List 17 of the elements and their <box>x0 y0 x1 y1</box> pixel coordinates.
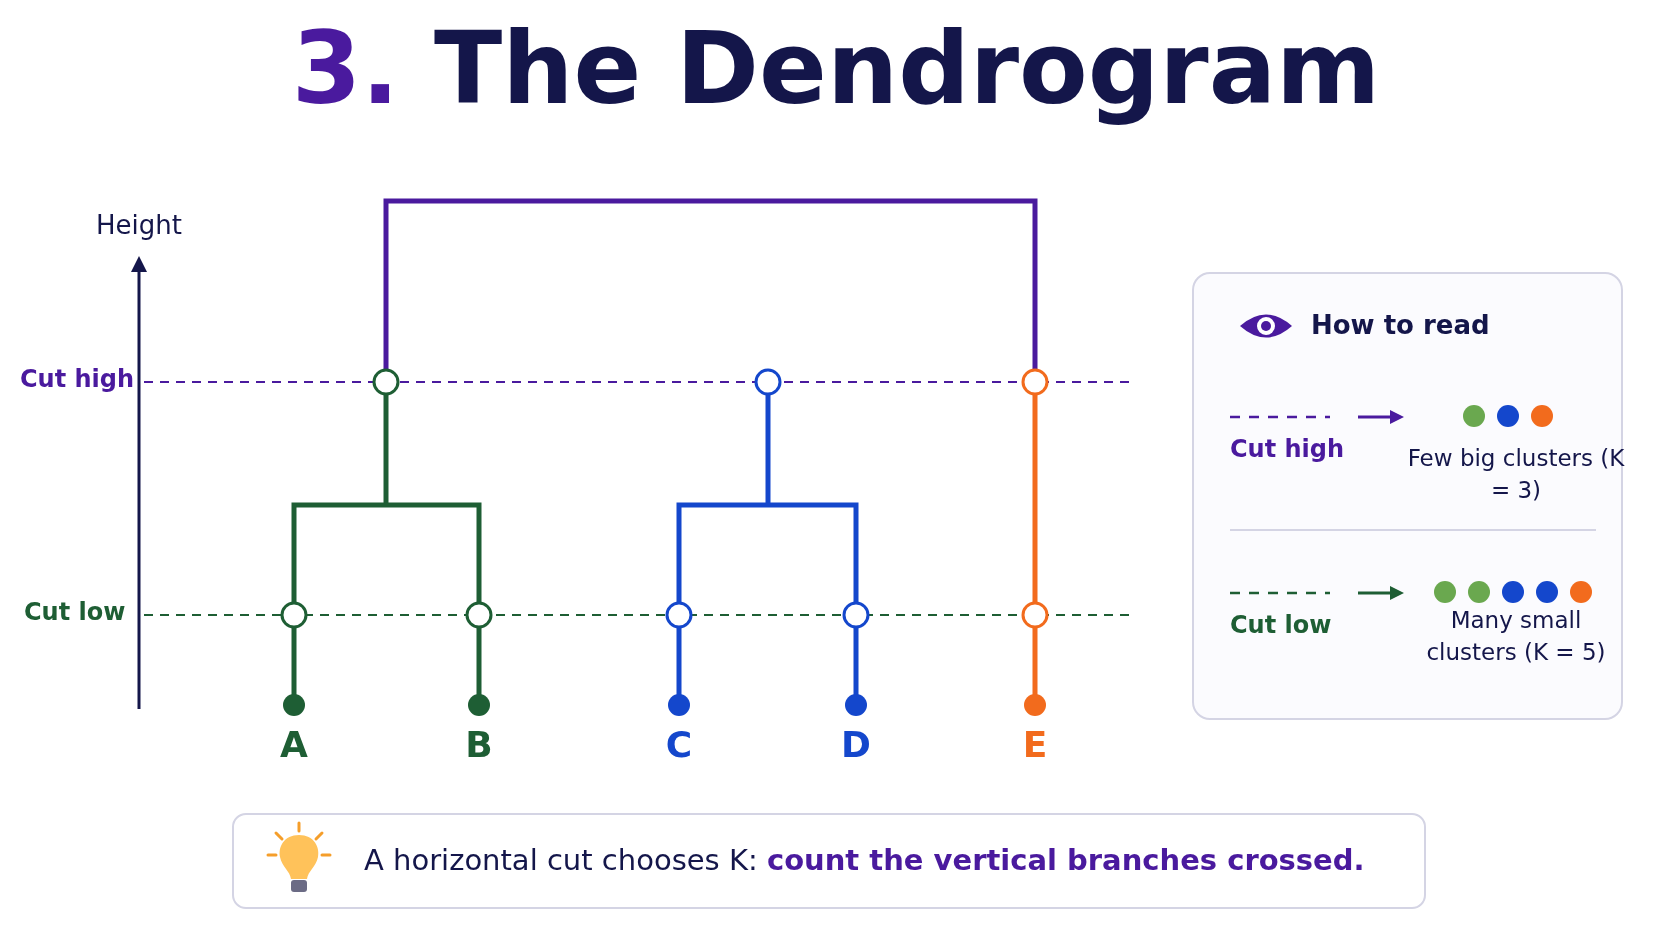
tip-box <box>232 813 1426 909</box>
leaf-label: B <box>464 724 494 765</box>
tip-text: A horizontal cut chooses K: count the vertical branches crossed. <box>364 843 1365 877</box>
description-text: Few big clusters (K = 3) <box>1406 444 1626 505</box>
panel-heading: How to read <box>1311 310 1490 340</box>
axis-label: Height <box>96 210 182 240</box>
title: 3. The Dendrogram <box>290 10 1382 127</box>
cut-label: Cut low <box>24 598 126 626</box>
legend-panel <box>1192 272 1623 720</box>
description-text: Many small clusters (K = 5) <box>1425 606 1607 667</box>
leaf-label: D <box>840 724 872 765</box>
leaf-label: A <box>279 724 309 765</box>
cut-label: Cut high <box>20 365 135 393</box>
legend-label: Cut low <box>1230 611 1332 639</box>
legend-label: Cut high <box>1230 435 1345 463</box>
leaf-label: C <box>664 724 694 765</box>
leaf-label: E <box>1021 724 1049 765</box>
